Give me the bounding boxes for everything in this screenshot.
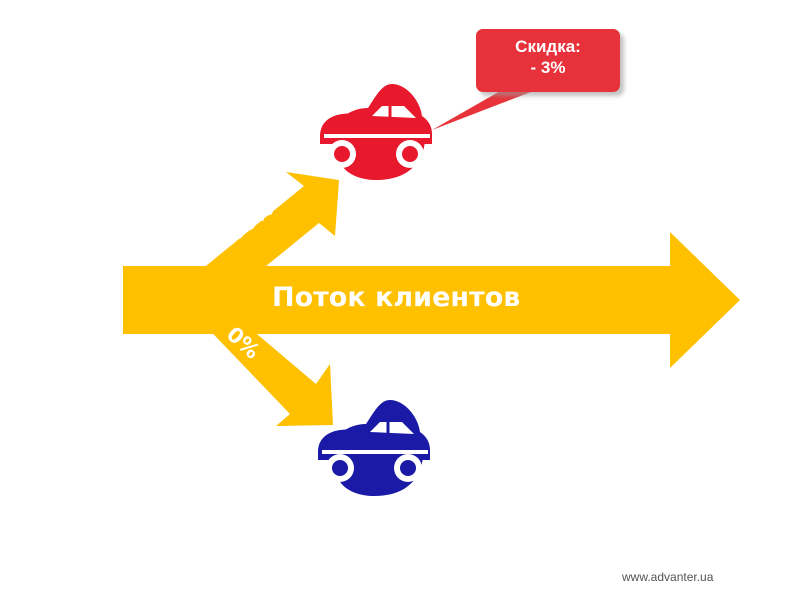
discount-callout xyxy=(476,29,620,92)
discount-callout-value: - 3% xyxy=(530,58,566,77)
car-red-icon xyxy=(320,84,432,181)
discount-callout-title: Скидка: xyxy=(515,37,581,56)
main-flow-arrow xyxy=(123,232,740,368)
car-blue-icon xyxy=(318,400,430,497)
discount-callout-text: Скидка: - 3% xyxy=(478,36,618,78)
footer-url: www.advanter.ua xyxy=(622,570,714,584)
flow-label: Поток клиентов xyxy=(272,282,521,313)
callout-pointer xyxy=(432,90,536,130)
